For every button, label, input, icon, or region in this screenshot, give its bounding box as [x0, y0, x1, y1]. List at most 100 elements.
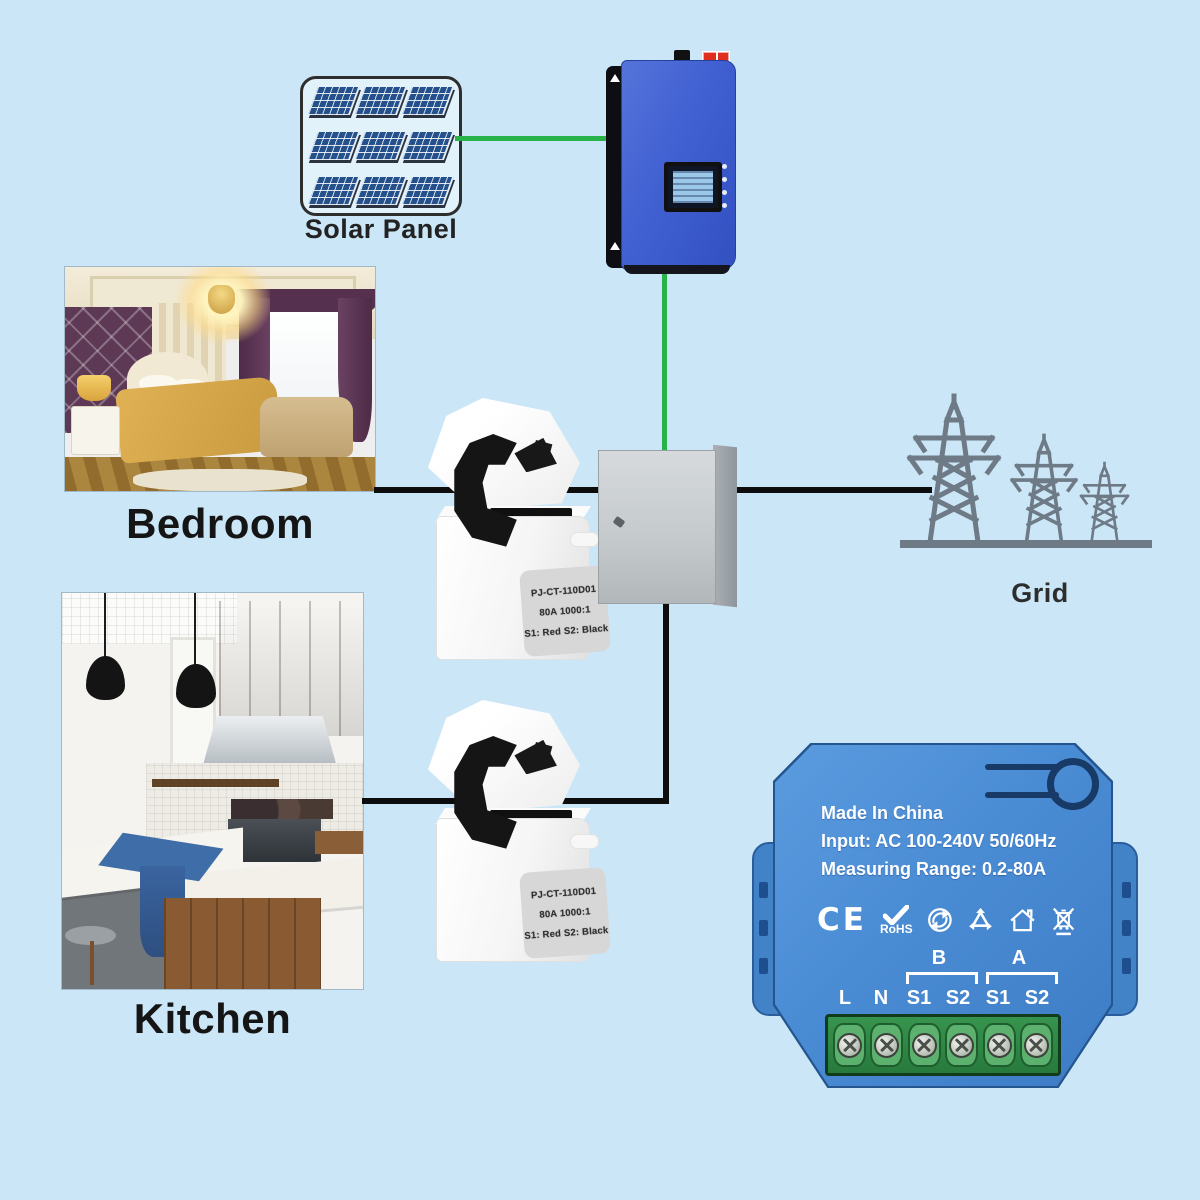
- terminal-screw-B-S1[interactable]: [907, 1023, 941, 1067]
- keyhole-ring: [1047, 758, 1099, 810]
- terminal-screw-N[interactable]: [870, 1023, 904, 1067]
- transmission-towers-icon: [900, 388, 1152, 548]
- inverter-button: [722, 164, 727, 169]
- terminal-screw-B-S2[interactable]: [945, 1023, 979, 1067]
- grid-label: Grid: [1011, 578, 1069, 608]
- ct-clamp-jaw: [446, 434, 564, 562]
- house-icon: [1010, 909, 1036, 932]
- pendant-lamp: [86, 656, 126, 700]
- wire-inverter-to-box: [662, 268, 667, 450]
- recycle-icon: [969, 908, 993, 931]
- distribution-box-side: [713, 444, 737, 608]
- ear-slot: [1122, 958, 1131, 974]
- ct-model: PJ-CT-110D01: [530, 583, 597, 599]
- wire-box-down: [663, 602, 669, 802]
- energy-meter: Made In China Input: AC 100-240V 50/60Hz…: [773, 743, 1113, 1088]
- range-hood: [203, 715, 336, 764]
- wire-solar-to-inverter: [455, 136, 612, 141]
- bedroom-rug: [133, 468, 307, 491]
- solar-cell: [307, 177, 361, 205]
- kitchen-range: [227, 818, 321, 863]
- terminal-block: [825, 1014, 1061, 1076]
- arrow-up-icon: [610, 74, 620, 82]
- bedside-lamp: [77, 374, 112, 402]
- ct-rating: 80A 1000:1: [539, 905, 591, 921]
- terminal-screw-A-S2[interactable]: [1019, 1023, 1053, 1067]
- meter-made-in: Made In China: [821, 803, 944, 823]
- pendant-lamp: [176, 664, 216, 708]
- screw-head-icon: [949, 1032, 975, 1058]
- ct-body-seam: [490, 810, 572, 820]
- island-wood-base: [164, 897, 321, 989]
- terminal-label: L: [838, 987, 852, 1009]
- channel-a-bracket: [986, 972, 1058, 984]
- solar-cell: [401, 87, 455, 115]
- screw-head-icon: [1023, 1032, 1049, 1058]
- ct-clamp-sensor-kitchen: PJ-CT-110D01 80A 1000:1 S1: Red S2: Blac…: [420, 700, 611, 962]
- terminal-label: S2: [945, 987, 971, 1009]
- screw-head-icon: [986, 1032, 1012, 1058]
- terminal-label: S1: [985, 987, 1011, 1009]
- screw-head-icon: [911, 1032, 937, 1058]
- terminal-label: S1: [906, 987, 932, 1009]
- channel-b-label: B: [931, 947, 947, 969]
- nightstand: [71, 405, 120, 455]
- kitchen-counter: [314, 830, 363, 855]
- kitchen-shelf: [152, 779, 279, 788]
- bedroom-photo: [65, 267, 375, 491]
- check-icon: [883, 905, 910, 925]
- keyhole-bar: [985, 792, 1059, 798]
- solar-panel-label: Solar Panel: [304, 214, 458, 244]
- chandelier-icon: [207, 284, 236, 315]
- ear-slot: [1122, 920, 1131, 936]
- ct-wiring: S1: Red S2: Black: [524, 622, 609, 640]
- pendant-cord: [194, 593, 197, 669]
- wire-box-to-grid: [732, 487, 932, 493]
- ct-clamp-jaw: [446, 736, 564, 864]
- bedroom-sofa: [260, 396, 354, 458]
- kitchen-photo: [62, 593, 363, 989]
- terminal-label: S2: [1024, 987, 1050, 1009]
- keyhole-slot-icon: [985, 758, 1099, 810]
- kitchen-cabinets: [218, 600, 363, 736]
- ct-body-seam: [490, 508, 572, 518]
- arrow-up-icon: [610, 242, 620, 250]
- kitchen-ceiling: [62, 593, 237, 645]
- solar-cell: [354, 177, 408, 205]
- pendant-cord: [104, 593, 107, 661]
- certification-icons: CE RoHS: [817, 891, 1077, 949]
- inverter-button: [722, 190, 727, 195]
- inverter-port: [674, 50, 690, 62]
- rohs-text: RoHS: [879, 922, 913, 936]
- ct-rating: 80A 1000:1: [539, 603, 591, 619]
- distribution-box-door: [598, 450, 716, 604]
- inverter-screen: [664, 162, 722, 212]
- terminal-screw-L[interactable]: [833, 1023, 866, 1067]
- solar-cell: [401, 177, 455, 205]
- ct-jaw-tooth: [514, 739, 557, 775]
- ct-spec-label: PJ-CT-110D01 80A 1000:1 S1: Red S2: Blac…: [519, 867, 611, 959]
- rohs-icon: RoHS: [880, 905, 913, 935]
- solar-cell: [401, 132, 455, 160]
- solar-panel-row: [307, 177, 455, 205]
- ct-jaw-tooth: [514, 437, 557, 473]
- ct-model: PJ-CT-110D01: [530, 885, 597, 901]
- ear-slot: [759, 920, 768, 936]
- solar-cell: [354, 132, 408, 160]
- power-grid-icon: [898, 388, 1170, 556]
- kitchen-label: Kitchen: [133, 995, 292, 1042]
- inverter-display: [673, 171, 713, 203]
- weee-bin-icon: [1053, 907, 1075, 936]
- solar-cell: [354, 87, 408, 115]
- terminal-screw-A-S1[interactable]: [982, 1023, 1016, 1067]
- inverter-heatsink: [606, 66, 623, 268]
- kitchen-pots: [230, 798, 333, 819]
- ct-clamp-sensor-bedroom: PJ-CT-110D01 80A 1000:1 S1: Red S2: Blac…: [420, 398, 611, 660]
- ear-slot: [759, 958, 768, 974]
- channel-b-bracket: [906, 972, 978, 984]
- meter-measuring-range: Measuring Range: 0.2-80A: [821, 859, 1047, 879]
- solar-inverter: [606, 50, 738, 276]
- bedroom-label: Bedroom: [126, 500, 314, 547]
- meter-input-spec: Input: AC 100-240V 50/60Hz: [821, 831, 1057, 851]
